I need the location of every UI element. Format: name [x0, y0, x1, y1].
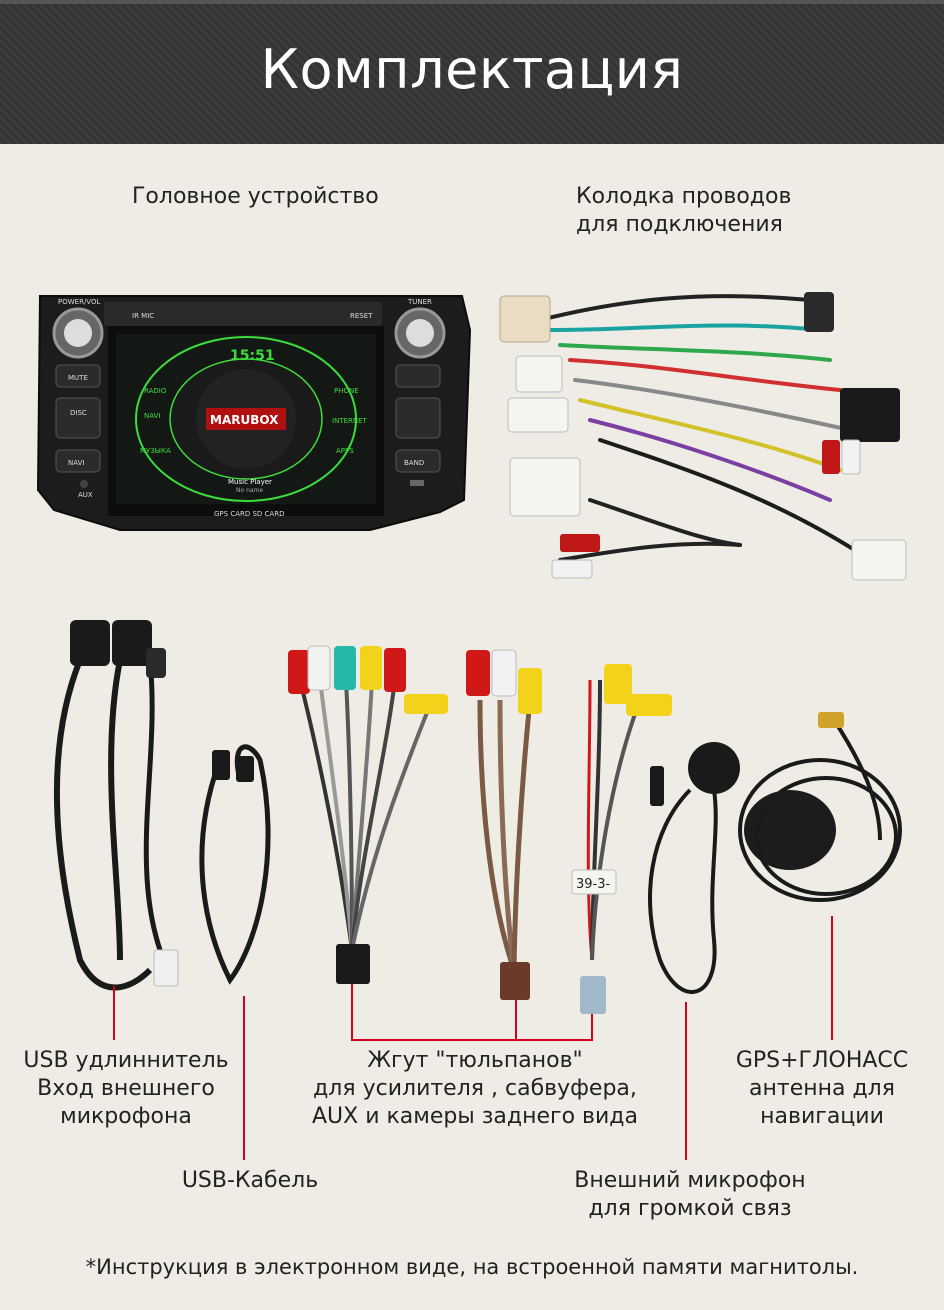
tuner-label: TUNER: [407, 298, 432, 306]
label-usb-extender-line-2: Вход внешнего: [37, 1076, 215, 1101]
reset-label: RESET: [350, 312, 373, 320]
callout-lines: [113, 916, 833, 1160]
screen-brand: MARUBOX: [210, 413, 279, 427]
screen-time: 15:51: [230, 348, 275, 364]
wiring-harness: [538, 294, 872, 562]
label-gps-line-3: навигации: [760, 1104, 884, 1129]
external-microphone: [648, 742, 740, 994]
head-unit: [36, 295, 472, 531]
label-rca-harness-line-1: Жгут "тюльпанов": [367, 1048, 583, 1073]
label-harness: Колодка проводов для подключения: [576, 183, 791, 239]
disc-button[interactable]: DISC: [70, 409, 87, 417]
label-harness-line-1: Колодка проводов: [576, 184, 792, 209]
label-rca-harness-line-2: для усилителя , сабвуфера,: [313, 1076, 637, 1101]
rca-harness-c: 39-3-: [571, 664, 672, 1014]
label-head-unit: Головное устройство: [132, 184, 379, 209]
label-harness-line-2: для подключения: [576, 212, 783, 237]
label-rca-harness-line-3: AUX и камеры заднего вида: [311, 1104, 638, 1129]
label-usb-cable: USB-Кабель: [181, 1168, 319, 1193]
footnote: *Инструкция в электронном виде, на встро…: [85, 1255, 859, 1279]
cable-tag-39: 39-3-: [576, 877, 611, 892]
screen-item-phone[interactable]: PHONE: [334, 387, 359, 395]
usb-extender: [53, 620, 179, 991]
label-usb-extender-line-3: микрофона: [60, 1104, 192, 1129]
navi-hw-button[interactable]: NAVI: [68, 459, 84, 467]
header-banner: Комплектация: [0, 0, 944, 144]
label-gps-line-1: GPS+ГЛОНАСС: [735, 1048, 909, 1073]
screen-item-internet[interactable]: INTERNET: [332, 417, 368, 425]
label-microphone-line-2: для громкой связ: [588, 1196, 792, 1221]
screen-item-navi[interactable]: NAVI: [144, 412, 160, 420]
screen-item-music[interactable]: МУЗЫКА: [140, 447, 171, 455]
power-vol-label: POWER/VOL: [58, 298, 100, 306]
aux-label: AUX: [78, 491, 93, 499]
harness-connectors: [499, 292, 907, 581]
label-usb-extender: USB удлиннитель Вход внешнего микрофона: [14, 1047, 238, 1131]
ir-mic-label: IR MIC: [132, 312, 154, 320]
rca-harness-a: [288, 645, 448, 984]
page-title: Комплектация: [260, 38, 684, 101]
mute-button[interactable]: MUTE: [68, 374, 88, 382]
screen-player-title: Music Player: [228, 478, 272, 486]
label-gps: GPS+ГЛОНАСС антенна для навигации: [712, 1047, 932, 1131]
usb-cable: [199, 744, 271, 985]
screen-item-radio[interactable]: RADIO: [144, 387, 167, 395]
band-button[interactable]: BAND: [404, 459, 424, 467]
label-microphone-line-1: Внешний микрофон: [574, 1168, 806, 1193]
label-microphone: Внешний микрофон для громкой связ: [560, 1167, 820, 1223]
rca-harness-b: [466, 649, 542, 1000]
screen-item-apps[interactable]: APPS: [336, 447, 354, 455]
gps-antenna: [738, 712, 902, 902]
label-usb-extender-line-1: USB удлиннитель: [23, 1048, 229, 1073]
screen-player-sub: No name: [236, 487, 263, 494]
card-slots-label: GPS CARD SD CARD: [214, 510, 284, 518]
label-gps-line-2: антенна для: [749, 1076, 895, 1101]
label-rca-harness: Жгут "тюльпанов" для усилителя , сабвуфе…: [290, 1047, 660, 1131]
